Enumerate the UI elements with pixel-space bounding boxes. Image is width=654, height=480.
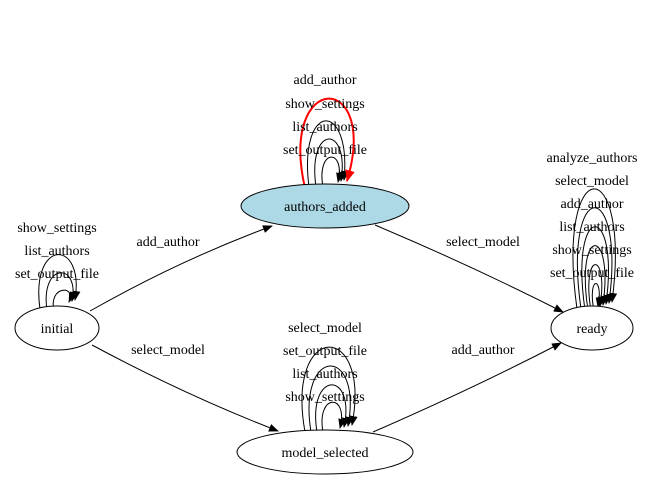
edge-label-add-author-1: add_author — [137, 235, 200, 250]
loop-label-set-output-file-initial: set_output_file — [15, 267, 99, 282]
loop-label-select-model-ready: select_model — [555, 174, 629, 189]
edge-label-add-author-2: add_author — [452, 343, 515, 358]
self-loops-ready: analyze_authors select_model add_author … — [547, 151, 638, 312]
edge-initial-to-model-selected: select_model — [91, 343, 279, 432]
node-label-authors-added: authors_added — [284, 200, 366, 215]
loop-label-list-authors-initial: list_authors — [24, 244, 89, 259]
loop-label-list-authors-model-selected: list_authors — [292, 367, 357, 382]
edge-model-selected-to-ready: add_author — [372, 342, 562, 433]
loop-label-set-output-file-ready: set_output_file — [550, 266, 634, 281]
self-loops-initial: show_settings list_authors set_output_fi… — [15, 221, 99, 312]
self-loops-model-selected: select_model set_output_file list_author… — [283, 321, 367, 433]
loop-label-list-authors-ready: list_authors — [559, 220, 624, 235]
node-label-ready: ready — [576, 322, 607, 337]
edge-authors-added-to-ready: select_model — [374, 224, 564, 313]
loop-label-show-settings-authors-added: show_settings — [285, 97, 364, 112]
node-initial[interactable]: initial — [14, 305, 100, 351]
loop-label-add-author-authors-added: add_author — [294, 73, 357, 88]
loop-label-show-settings-initial: show_settings — [17, 221, 96, 236]
loop-label-analyze-authors-ready: analyze_authors — [547, 151, 638, 166]
loop-label-select-model-model-selected: select_model — [288, 321, 362, 336]
node-label-model-selected: model_selected — [281, 446, 368, 461]
loop-label-set-output-file-authors-added: set_output_file — [283, 143, 367, 158]
edge-label-select-model-2: select_model — [446, 235, 520, 250]
node-label-initial: initial — [41, 322, 74, 337]
active-loop-add-author — [299, 97, 355, 189]
node-authors-added[interactable]: authors_added — [240, 183, 410, 229]
edge-label-select-model-1: select_model — [131, 343, 205, 358]
loop-label-add-author-ready: add_author — [561, 197, 624, 212]
loop-label-set-output-file-model-selected: set_output_file — [283, 344, 367, 359]
loop-label-list-authors-authors-added: list_authors — [292, 120, 357, 135]
edge-initial-to-authors-added: add_author — [89, 225, 273, 312]
loop-label-show-settings-model-selected: show_settings — [285, 390, 364, 405]
node-ready[interactable]: ready — [550, 305, 634, 351]
loop-label-show-settings-ready: show_settings — [552, 243, 631, 258]
self-loops-authors-added: add_author show_settings list_authors se… — [283, 73, 367, 189]
node-model-selected[interactable]: model_selected — [236, 429, 414, 475]
